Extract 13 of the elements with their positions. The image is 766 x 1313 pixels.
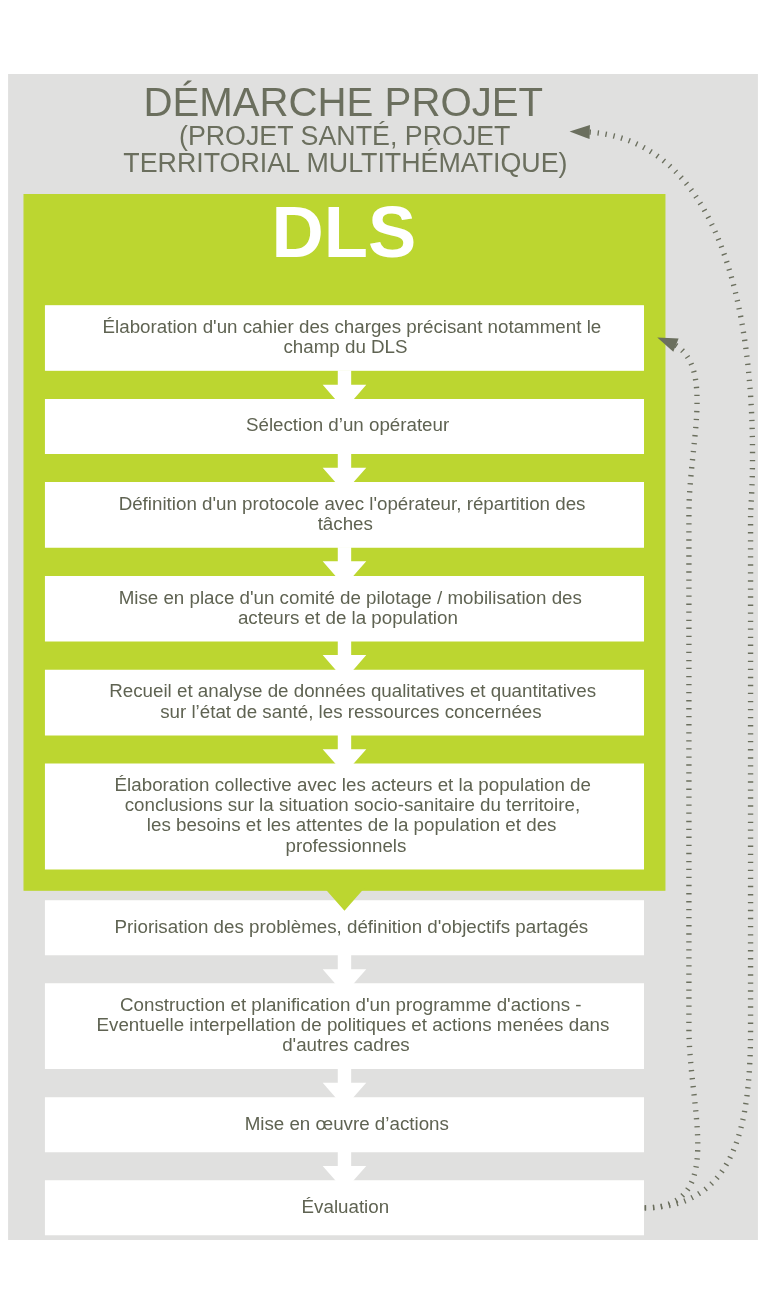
node-box: Mise en œuvre d’actions [44, 1096, 644, 1152]
node-box: Élaboration d'un cahier des charges précisant notamment le champ du DLS [44, 304, 644, 371]
node-box: Évaluation [44, 1179, 644, 1235]
node-box: Mise en place d'un comité de pilotage / mobilisation des acteurs et de la population [44, 575, 644, 642]
arrow [569, 124, 756, 1210]
node-text: DÉMARCHE PROJET (PROJET SANTÉ, PROJET TERRITORIAL MULTITHÉMATIQUE) [123, 79, 568, 178]
node-box: Priorisation des problèmes, définition d'objectifs partagés [44, 899, 644, 955]
arrow [644, 337, 701, 1210]
node-box: Recueil et analyse de données qualitatives et quantitatives sur l’état de santé, les ressources concernées [44, 669, 644, 735]
node-box: Construction et planification d'un programme d'actions - Eventuelle interpellation de politiques et actions menées dans d'autres cadres [44, 982, 644, 1069]
node-box: Sélection d’un opérateur [44, 398, 644, 454]
node-box: Définition d'un protocole avec l'opérateur, répartition des tâches [44, 481, 644, 548]
node-box: Élaboration collective avec les acteurs et la population de conclusions sur la situation socio-sanitaire du territoire, les besoins et les attentes de la population et des professionnels [44, 763, 644, 869]
